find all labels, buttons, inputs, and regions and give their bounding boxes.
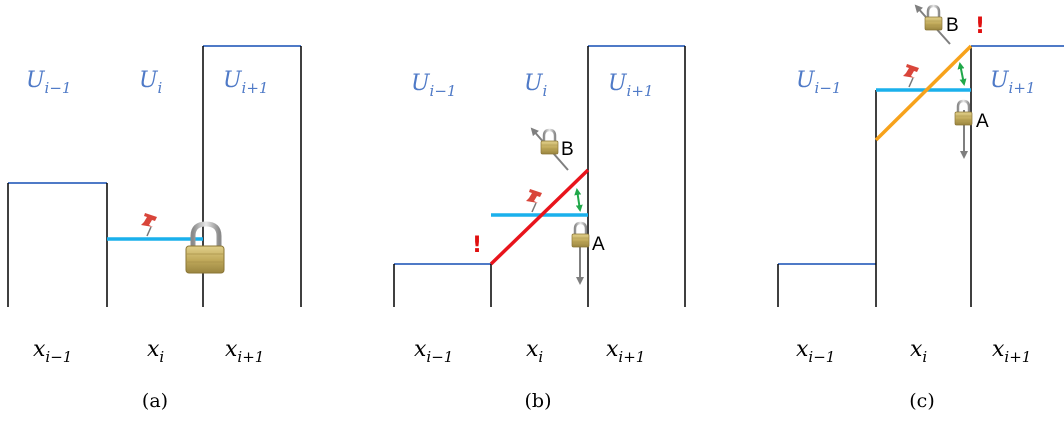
- x-label-i: xi: [147, 337, 164, 366]
- padlock-icon: [539, 128, 560, 156]
- green-double-arrow-icon: [574, 188, 583, 212]
- cell-walls: [393, 46, 686, 307]
- panel-c: ! B A Ui−1 Ui+1 xi−1 xi xi+1 (c): [777, 4, 1064, 412]
- padlock-icon: [185, 221, 225, 274]
- pushpin-icon: [525, 188, 543, 213]
- panel-b: ! B A Ui−1 Ui Ui+1 xi−1 xi xi+1 (b): [393, 45, 686, 412]
- u-label-i-plus-1: Ui+1: [223, 68, 268, 97]
- u-label-i-plus-1: Ui+1: [608, 71, 653, 100]
- reconstruction-slope-line: [489, 168, 590, 266]
- u-label-i: Ui: [139, 68, 163, 97]
- pushpin-icon: [140, 212, 158, 237]
- x-label-i-plus-1: xi+1: [992, 337, 1031, 366]
- green-double-arrow-icon: [957, 62, 967, 86]
- lock-label-a: A: [592, 234, 605, 255]
- lock-label-b: B: [946, 15, 959, 36]
- u-label-i-plus-1: Ui+1: [990, 68, 1035, 97]
- warning-mark: !: [975, 14, 985, 39]
- caption-b: (b): [525, 390, 552, 412]
- x-label-i-plus-1: xi+1: [225, 337, 264, 366]
- caption-a: (a): [142, 390, 168, 412]
- panel-a: Ui−1 Ui Ui+1 xi−1 xi xi+1 (a): [7, 45, 302, 412]
- caption-c: (c): [909, 390, 934, 412]
- u-label-i-minus-1: Ui−1: [796, 68, 841, 97]
- lock-label-a: A: [976, 111, 989, 132]
- x-label-i: xi: [910, 337, 927, 366]
- warning-mark: !: [472, 233, 482, 258]
- x-label-i: xi: [526, 337, 543, 366]
- reconstruction-slope-line: [874, 44, 973, 142]
- padlock-icon: [570, 221, 591, 249]
- u-label-i-minus-1: Ui−1: [26, 68, 71, 97]
- lock-label-b: B: [561, 139, 574, 160]
- x-label-i-minus-1: xi−1: [33, 337, 72, 366]
- x-label-i-minus-1: xi−1: [796, 337, 835, 366]
- pushpin-icon: [902, 63, 920, 88]
- padlock-icon: [953, 99, 974, 127]
- x-label-i-minus-1: xi−1: [414, 337, 453, 366]
- padlock-icon: [923, 4, 944, 32]
- u-label-i: Ui: [524, 71, 548, 100]
- x-label-i-plus-1: xi+1: [606, 337, 645, 366]
- u-label-i-minus-1: Ui−1: [411, 71, 456, 100]
